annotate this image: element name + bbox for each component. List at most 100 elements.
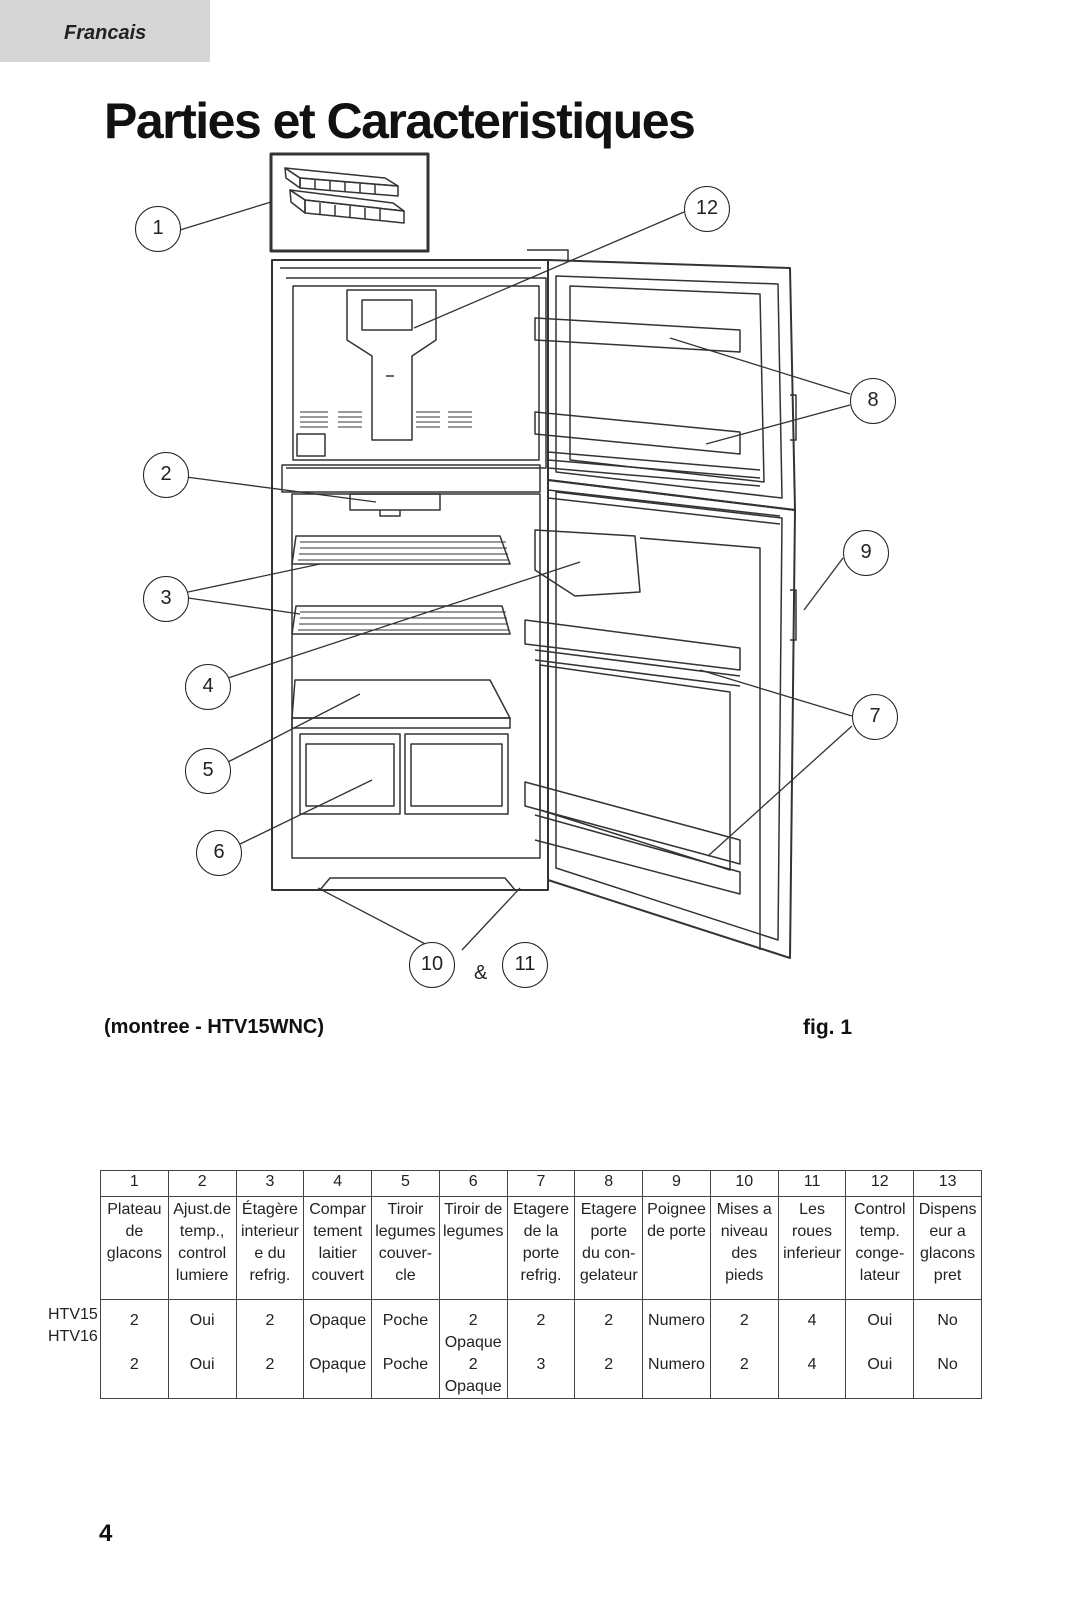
table-cell: Oui	[845, 1299, 915, 1354]
refrigerator-door	[524, 479, 797, 959]
figure-caption: (montree - HTV15WNC)	[104, 1016, 325, 1038]
callout-3: 3	[143, 576, 189, 622]
callout-7: 7	[852, 694, 898, 740]
part-number-cell: 1	[100, 1170, 169, 1197]
part-number-cell: 12	[845, 1170, 915, 1197]
page-number: 4	[99, 1520, 113, 1547]
part-name-line: glacons	[920, 1245, 976, 1262]
table-cell: 2	[574, 1354, 644, 1399]
freezer-door	[534, 259, 797, 511]
part-name-line: Control	[854, 1201, 906, 1218]
ice-tray-illustration	[269, 152, 430, 253]
part-name-line: pieds	[725, 1267, 764, 1284]
table-cell: Poche	[371, 1354, 440, 1399]
part-name-line: des	[731, 1245, 758, 1262]
part-name-line: conge-	[855, 1245, 905, 1262]
table-cell: Oui	[845, 1354, 915, 1399]
part-name-line: couver-	[378, 1245, 433, 1262]
part-name-line: Tiroir	[387, 1201, 424, 1218]
callout-12: 12	[684, 186, 730, 232]
table-cell: Numero	[642, 1299, 711, 1354]
part-name-line: control	[178, 1245, 227, 1262]
part-name-cell: Tiroir legumes couver-cle	[371, 1196, 440, 1300]
part-name-line: porte	[590, 1223, 627, 1240]
table-cell: 2 Opaque	[438, 1299, 508, 1354]
callout-2: 2	[143, 452, 189, 498]
cabinet	[271, 249, 569, 891]
table-cell: Numero	[642, 1354, 711, 1399]
part-name-line: Tiroir de	[444, 1201, 503, 1218]
part-name-line: Mises a	[716, 1201, 772, 1218]
table-cell: 2	[709, 1299, 779, 1354]
table-cell: Oui	[167, 1299, 237, 1354]
figure-label: fig. 1	[803, 1016, 853, 1039]
callout-1: 1	[135, 206, 181, 252]
part-name-cell: Dispens eur a glacons pret	[913, 1196, 982, 1300]
part-name-line: roues	[792, 1223, 833, 1240]
table-cell: 3	[506, 1354, 576, 1399]
callout-4: 4	[185, 664, 231, 710]
table-cell: 2	[100, 1299, 169, 1354]
part-name-line: refrig.	[520, 1267, 562, 1284]
table-header-names: Plateau de glacons Ajust.de temp., control lum…	[100, 1196, 982, 1300]
table-cell: 4	[777, 1354, 847, 1399]
part-name-line: eur a	[929, 1223, 966, 1240]
part-name-line: Etagere	[580, 1201, 637, 1218]
table-cell: 2	[100, 1354, 169, 1399]
part-name-line: du con-	[582, 1245, 636, 1262]
table-cell: 4	[777, 1299, 847, 1354]
model-label-htv16: HTV16	[48, 1328, 98, 1345]
leader-lines	[179, 201, 853, 951]
part-number-cell: 11	[777, 1170, 847, 1197]
part-name-cell: Control temp. conge-lateur	[845, 1196, 915, 1300]
table-cell: No	[913, 1299, 982, 1354]
part-number-cell: 7	[506, 1170, 576, 1197]
callout-10: 10	[409, 942, 455, 988]
part-name-line: Ajust.de	[173, 1201, 232, 1218]
table-cell: 2	[235, 1299, 305, 1354]
callout-9: 9	[843, 530, 889, 576]
part-name-line: porte	[522, 1245, 560, 1262]
part-name-line: Plateau	[107, 1201, 162, 1218]
part-name-line: legumes	[375, 1223, 436, 1240]
table-cell: Oui	[167, 1354, 237, 1399]
ampersand: &	[474, 962, 488, 984]
part-name-line: couvert	[311, 1267, 364, 1284]
part-name-line: tement	[313, 1223, 363, 1240]
part-name-line: temp.	[859, 1223, 900, 1240]
part-name-line: niveau	[720, 1223, 768, 1240]
part-number-cell: 5	[371, 1170, 440, 1197]
part-name-line: lateur	[859, 1267, 900, 1284]
part-name-line: refrig.	[249, 1267, 291, 1284]
part-number-cell: 4	[303, 1170, 373, 1197]
table-cell: Opaque	[303, 1354, 373, 1399]
part-name-line: de	[125, 1223, 144, 1240]
part-number-cell: 13	[913, 1170, 982, 1197]
part-name-line: Dispens	[918, 1201, 977, 1218]
part-name-line: Poignee	[647, 1201, 706, 1218]
part-name-line: temp.,	[179, 1223, 225, 1240]
part-name-line: Compar	[309, 1201, 367, 1218]
part-name-line: pret	[933, 1267, 962, 1284]
part-name-line: lumiere	[175, 1267, 229, 1284]
refrigerator-diagram: 1 12 8 2 9 3 4 7 5 6 10 & 11	[0, 150, 1080, 1050]
part-name-line: cle	[395, 1267, 416, 1284]
part-name-line: e du	[254, 1245, 286, 1262]
callout-6: 6	[196, 830, 242, 876]
language-tab: Francais	[0, 0, 210, 62]
table-cell: 2	[506, 1299, 576, 1354]
page-title: Parties et Caracteristiques	[104, 93, 696, 149]
part-name-line: interieur	[241, 1223, 299, 1240]
part-name-cell: Ajust.de temp., control lumiere	[167, 1196, 237, 1300]
part-name-line: Les	[799, 1201, 825, 1218]
